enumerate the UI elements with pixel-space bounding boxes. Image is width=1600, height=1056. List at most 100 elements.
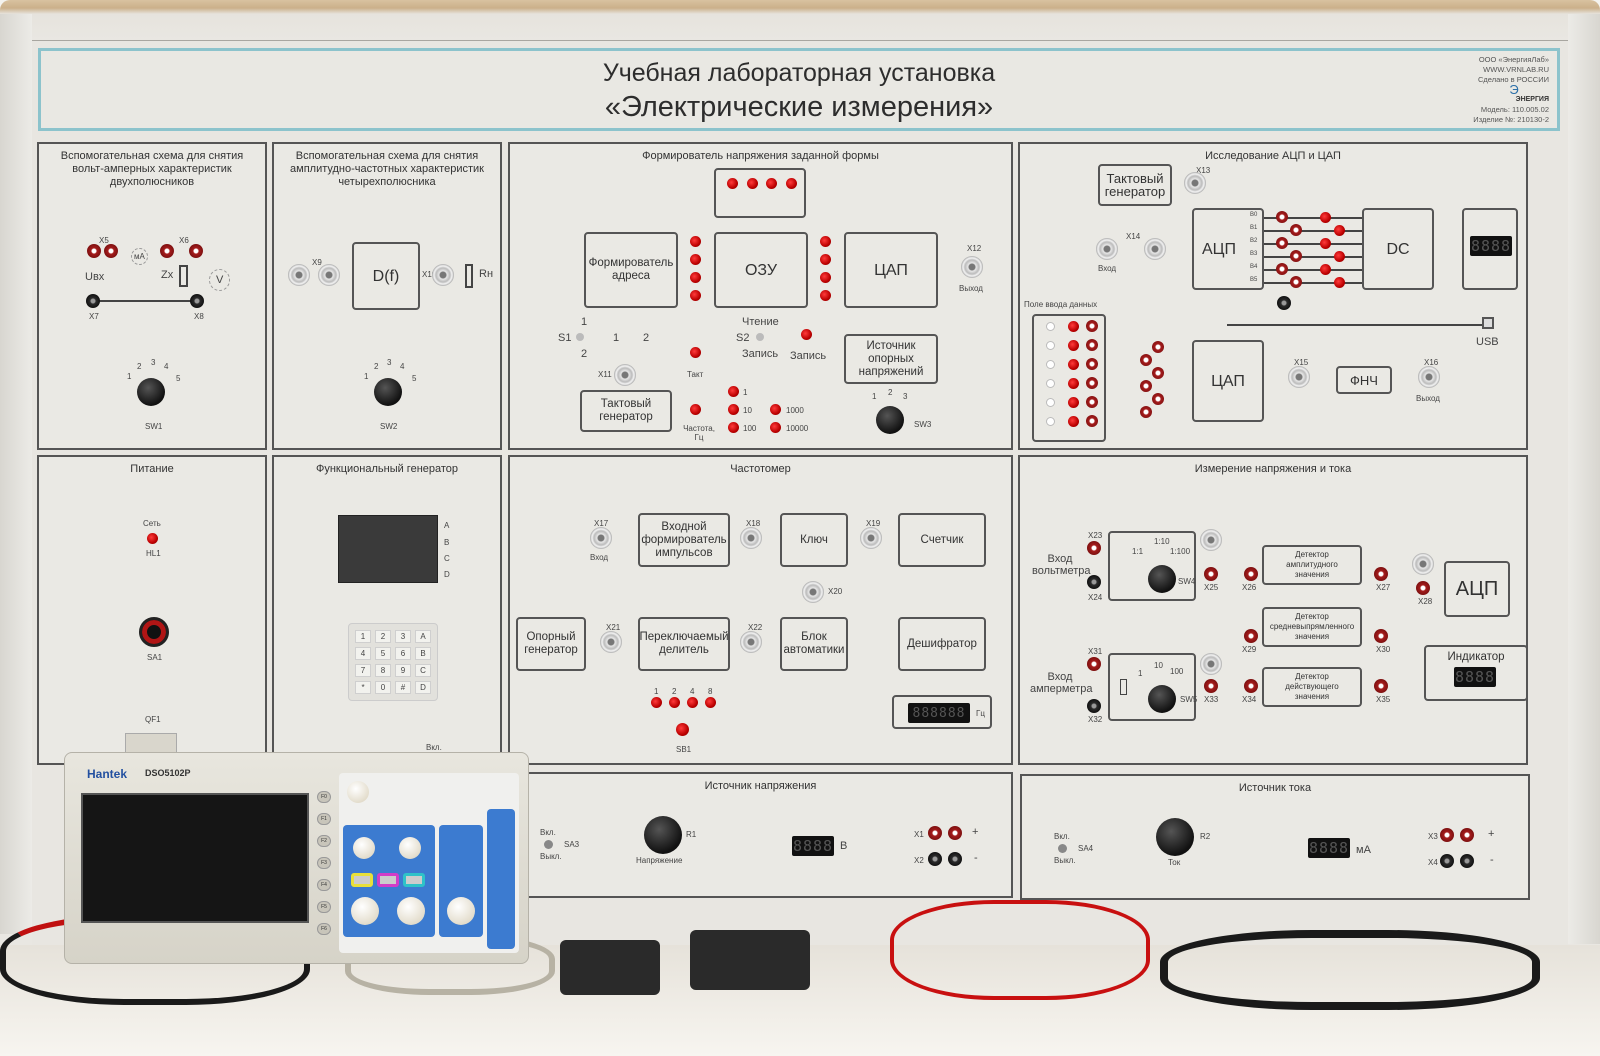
jack-x24[interactable] <box>1087 575 1101 589</box>
bnc-x11[interactable] <box>614 364 636 386</box>
bnc-x16[interactable] <box>1418 366 1440 388</box>
keypad-key[interactable]: B <box>415 647 431 660</box>
jack-x6-b[interactable] <box>189 244 203 258</box>
keypad-key[interactable]: C <box>415 664 431 677</box>
bnc-sw4-out[interactable] <box>1200 529 1222 551</box>
jack-x26[interactable] <box>1244 567 1258 581</box>
fg-key-c[interactable]: C <box>444 554 450 563</box>
jack-x5-b[interactable] <box>104 244 118 258</box>
data-bit-jack[interactable] <box>1086 320 1098 332</box>
jack-x31[interactable] <box>1087 657 1101 671</box>
osc-softkey[interactable]: F3 <box>317 857 331 869</box>
jack-x8[interactable] <box>190 294 204 308</box>
osc-multipurpose-knob[interactable] <box>347 781 369 803</box>
keypad-key[interactable]: * <box>355 681 371 694</box>
osc-ch1-position-knob[interactable] <box>353 837 375 859</box>
adc-bit-jack[interactable] <box>1276 237 1288 249</box>
jack-x3-a[interactable] <box>1440 828 1454 842</box>
jack-x7[interactable] <box>86 294 100 308</box>
dac-bit-jack[interactable] <box>1140 406 1152 418</box>
fg-key-a[interactable]: A <box>444 521 450 530</box>
bnc-adc-in[interactable] <box>1412 553 1434 575</box>
keypad-key[interactable]: 7 <box>355 664 371 677</box>
osc-ch1-menu-button[interactable] <box>351 873 373 887</box>
bnc-x19[interactable] <box>860 527 882 549</box>
adc-bit-jack[interactable] <box>1290 250 1302 262</box>
data-toggle-switch[interactable] <box>1046 360 1055 369</box>
keypad-key[interactable]: 9 <box>395 664 411 677</box>
osc-horizontal-knob[interactable] <box>447 897 475 925</box>
jack-x32[interactable] <box>1087 699 1101 713</box>
bnc-x14-b[interactable] <box>1144 238 1166 260</box>
toggle-sa4[interactable] <box>1058 844 1067 853</box>
jack-x30[interactable] <box>1374 629 1388 643</box>
jack-x3-b[interactable] <box>1460 828 1474 842</box>
freq-button[interactable] <box>690 404 701 415</box>
rotary-switch-sw5[interactable] <box>1148 685 1176 713</box>
dac-bit-jack[interactable] <box>1152 341 1164 353</box>
bnc-x9-b[interactable] <box>318 264 340 286</box>
keypad-key[interactable]: 3 <box>395 630 411 643</box>
osc-softkey[interactable]: F4 <box>317 879 331 891</box>
dac-bit-jack[interactable] <box>1140 380 1152 392</box>
osc-ch2-volts-knob[interactable] <box>397 897 425 925</box>
jack-x25[interactable] <box>1204 567 1218 581</box>
jack-x23[interactable] <box>1087 541 1101 555</box>
keypad-key[interactable]: 8 <box>375 664 391 677</box>
jack-x2-a[interactable] <box>928 852 942 866</box>
button-sb1[interactable] <box>676 723 689 736</box>
osc-softkey[interactable]: F2 <box>317 835 331 847</box>
toggle-s2[interactable] <box>756 333 764 341</box>
bnc-x20[interactable] <box>802 581 824 603</box>
adc-bit-jack[interactable] <box>1276 263 1288 275</box>
adc-bit-jack[interactable] <box>1290 276 1302 288</box>
write-button[interactable] <box>801 329 812 340</box>
keypad-key[interactable]: 6 <box>395 647 411 660</box>
osc-math-button[interactable] <box>377 873 399 887</box>
osc-softkey[interactable]: F5 <box>317 901 331 913</box>
adc-bit-jack[interactable] <box>1276 211 1288 223</box>
current-knob-r2[interactable] <box>1156 818 1194 856</box>
dac-bit-jack[interactable] <box>1140 354 1152 366</box>
keypad-key[interactable]: 0 <box>375 681 391 694</box>
data-bit-jack[interactable] <box>1086 396 1098 408</box>
bnc-x14-a[interactable] <box>1096 238 1118 260</box>
bnc-x15[interactable] <box>1288 366 1310 388</box>
jack-x5-a[interactable] <box>87 244 101 258</box>
jack-x1-b[interactable] <box>948 826 962 840</box>
toggle-s1[interactable] <box>576 333 584 341</box>
data-toggle-switch[interactable] <box>1046 417 1055 426</box>
keypad-key[interactable]: # <box>395 681 411 694</box>
jack-x4-b[interactable] <box>1460 854 1474 868</box>
jack-x35[interactable] <box>1374 679 1388 693</box>
data-toggle-switch[interactable] <box>1046 379 1055 388</box>
usb-port-icon[interactable] <box>1482 317 1494 329</box>
rotary-switch-sw3[interactable] <box>876 406 904 434</box>
jack-x28[interactable] <box>1416 581 1430 595</box>
keypad-key[interactable]: 5 <box>375 647 391 660</box>
keypad-key[interactable]: 2 <box>375 630 391 643</box>
data-toggle-switch[interactable] <box>1046 398 1055 407</box>
keypad-key[interactable]: 1 <box>355 630 371 643</box>
data-bit-jack[interactable] <box>1086 358 1098 370</box>
osc-softkey[interactable]: F6 <box>317 923 331 935</box>
osc-ch2-menu-button[interactable] <box>403 873 425 887</box>
bnc-x12-output[interactable] <box>961 256 983 278</box>
adc-bit-jack[interactable] <box>1290 224 1302 236</box>
power-switch-sa1[interactable] <box>139 617 169 647</box>
bnc-x21[interactable] <box>600 631 622 653</box>
rotary-switch-sw1[interactable] <box>137 378 165 406</box>
rotary-switch-sw2[interactable] <box>374 378 402 406</box>
keypad-key[interactable]: D <box>415 681 431 694</box>
data-toggle-switch[interactable] <box>1046 341 1055 350</box>
dac-bit-jack[interactable] <box>1152 393 1164 405</box>
dac-bit-jack[interactable] <box>1152 367 1164 379</box>
bnc-x18[interactable] <box>740 527 762 549</box>
osc-softkey[interactable]: F0 <box>317 791 331 803</box>
jack-x33[interactable] <box>1204 679 1218 693</box>
jack-x27[interactable] <box>1374 567 1388 581</box>
toggle-sa3[interactable] <box>544 840 553 849</box>
circuit-breaker-qf1[interactable] <box>125 733 177 753</box>
data-bit-jack[interactable] <box>1086 377 1098 389</box>
fg-key-d[interactable]: D <box>444 570 450 579</box>
